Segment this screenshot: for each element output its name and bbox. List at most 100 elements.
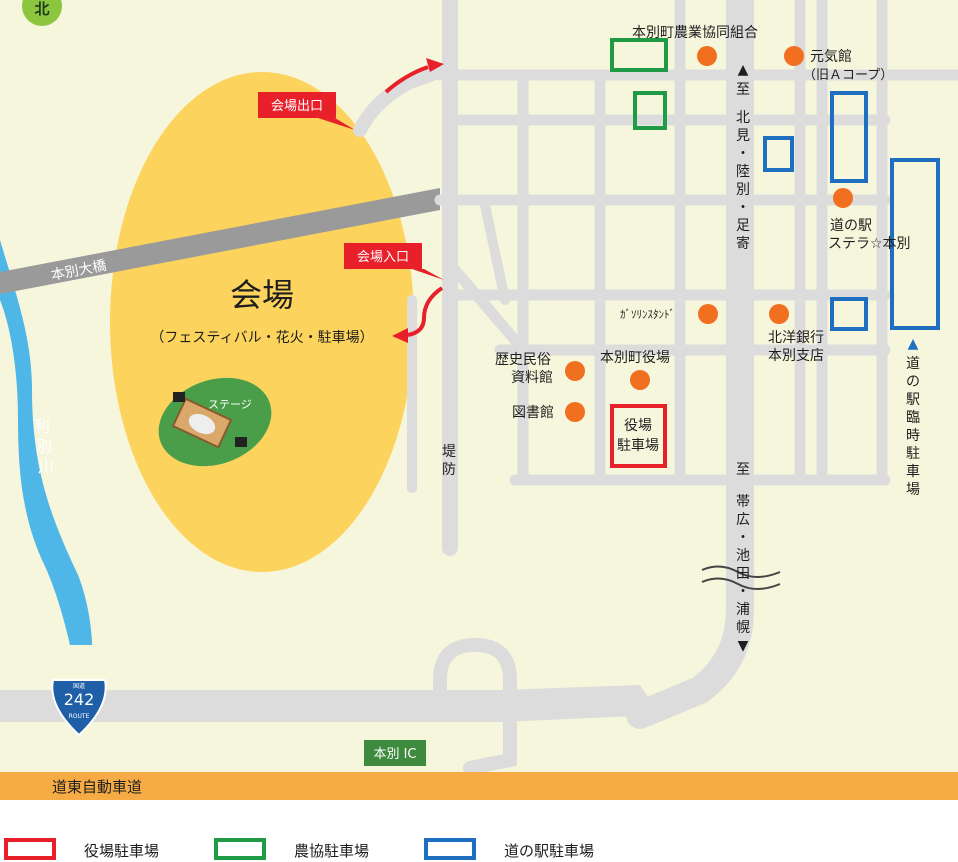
river	[0, 240, 92, 645]
label-bank-1: 北洋銀行	[768, 330, 824, 346]
entrance-pointer	[412, 269, 444, 280]
label-museum-2: 資料館	[511, 369, 553, 386]
entrance-label: 会場入口	[357, 250, 409, 265]
facility-dot-ja	[697, 46, 717, 66]
south-dir-char: 至	[736, 462, 750, 478]
route-shield-sub: ROUTE	[69, 713, 90, 720]
south-dir-char: 広	[736, 512, 750, 528]
facility-dot-town-hall	[630, 370, 650, 390]
legend-swatch-michi	[424, 838, 476, 860]
entrance-route-line	[407, 286, 444, 337]
facility-labels: 本別町農業協同組合 元気館 （旧Ａコープ） 道の駅 ステラ☆本別 ｶﾞｿﾘﾝｽﾀ…	[495, 25, 911, 454]
label-genki-1: 元気館	[810, 48, 852, 65]
north-dir-char: 至	[736, 82, 750, 98]
bridge	[0, 188, 440, 294]
vertical-south-direction: 至 帯 広 ・ 池 田 ・ 浦 幌 ▼	[736, 462, 750, 654]
legend-swatch-ja	[214, 838, 266, 860]
street-grid	[407, 0, 958, 775]
ja-parking-lot-2	[633, 91, 667, 130]
embankment-char: 堤	[442, 444, 456, 460]
north-dir-char: ▲	[738, 62, 749, 78]
exit-pointer	[318, 118, 355, 130]
parking-lots	[610, 38, 940, 468]
temp-lot-char: 駅	[906, 392, 920, 408]
ic-label: 本別 IC	[373, 747, 416, 762]
exit-route-arrow	[353, 65, 445, 137]
south-dir-char: ▼	[738, 638, 749, 654]
temp-lot-char: 道	[906, 356, 920, 372]
street-interchange-loop	[433, 637, 517, 775]
river-char: 利	[34, 417, 50, 436]
facility-dot-museum	[565, 361, 585, 381]
stage-label: ステージ	[208, 398, 252, 411]
michi-parking-lot-1	[830, 91, 868, 183]
exit-route-line	[384, 65, 429, 94]
entrance-label-box	[344, 243, 422, 269]
temp-lot-char: 場	[906, 482, 920, 498]
embankment-char: 防	[442, 462, 456, 478]
entrance-arrow-head	[392, 328, 408, 343]
label-bank-2: 本別支店	[768, 348, 824, 364]
label-yakuba-lot-2: 駐車場	[617, 437, 659, 454]
road-break-line-1	[701, 565, 781, 578]
street-diagonal-2	[480, 200, 510, 305]
north-dir-char: 見	[736, 128, 750, 144]
label-museum-1: 歴史民俗	[495, 352, 551, 368]
venue-exit-callout: 会場出口	[258, 58, 445, 137]
road-break	[701, 565, 781, 590]
north-dir-char: 陸	[736, 164, 750, 180]
compass-circle	[22, 0, 62, 26]
facility-dot-michi	[833, 188, 853, 208]
venue-area	[110, 72, 414, 572]
route-shield-number: 242	[64, 690, 95, 709]
temp-lot-char: ▲	[908, 336, 919, 352]
venue-entrance-callout: 会場入口	[344, 243, 444, 343]
label-town-hall: 本別町役場	[600, 350, 670, 366]
facility-dot-genki	[784, 46, 804, 66]
street-diagonal-1	[449, 264, 521, 346]
facility-dot-bank	[769, 304, 789, 324]
legend: 役場駐車場 農協駐車場 道の駅駐車場	[4, 838, 594, 860]
temp-lot-char: 時	[906, 428, 920, 444]
route-shield-label: 国道	[73, 682, 85, 690]
temp-lot-char: 駐	[906, 446, 920, 462]
south-dir-char: 池	[736, 548, 750, 564]
stage-floor	[188, 413, 216, 435]
vertical-temp-lot-label: ▲ 道 の 駅 臨 時 駐 車 場	[906, 336, 920, 498]
compass-badge: 北	[22, 0, 62, 26]
ic-label-box	[364, 740, 426, 766]
street-main	[626, 0, 754, 729]
label-library: 図書館	[512, 404, 554, 421]
michi-temp-parking-lot	[890, 158, 940, 330]
north-dir-char: ・	[736, 146, 750, 162]
expressway-label: 道東自動車道	[52, 778, 142, 796]
label-yakuba-lot-1: 役場	[624, 418, 652, 434]
south-dir-char: 浦	[736, 602, 750, 618]
venue-title: 会場	[230, 276, 294, 314]
route-shield-shape	[51, 679, 107, 737]
road-break-line-2	[701, 577, 781, 590]
temp-lot-char: 車	[906, 463, 920, 480]
river-char: 川	[38, 457, 54, 476]
yakuba-parking-lot	[610, 404, 667, 468]
route-242-shield: 国道 242 ROUTE	[51, 679, 107, 737]
vertical-embankment-label: 堤 防	[442, 444, 456, 478]
stage-group: ステージ	[158, 377, 272, 467]
expressway-band	[0, 772, 958, 800]
temp-lot-char: 臨	[906, 410, 920, 426]
label-michi-1: 道の駅	[830, 218, 872, 234]
michi-parking-lot-2	[763, 136, 794, 172]
south-dir-char: 幌	[736, 620, 750, 636]
vertical-north-direction: ▲ 至 北 見 ・ 陸 別 ・ 足 寄	[736, 62, 750, 252]
south-dir-char: 帯	[736, 494, 750, 510]
river-char: 別	[36, 437, 52, 456]
vertical-river-label: 利 別 川	[34, 417, 54, 476]
north-dir-char: 北	[736, 110, 750, 126]
exit-label: 会場出口	[271, 99, 323, 114]
michi-parking-lot-3	[830, 297, 868, 331]
label-michi-2: ステラ☆本別	[828, 236, 911, 252]
venue-subtitle: （フェスティバル・花火・駐車場）	[150, 329, 373, 346]
north-dir-char: 足	[736, 218, 750, 234]
ja-parking-lot-1	[610, 38, 668, 72]
